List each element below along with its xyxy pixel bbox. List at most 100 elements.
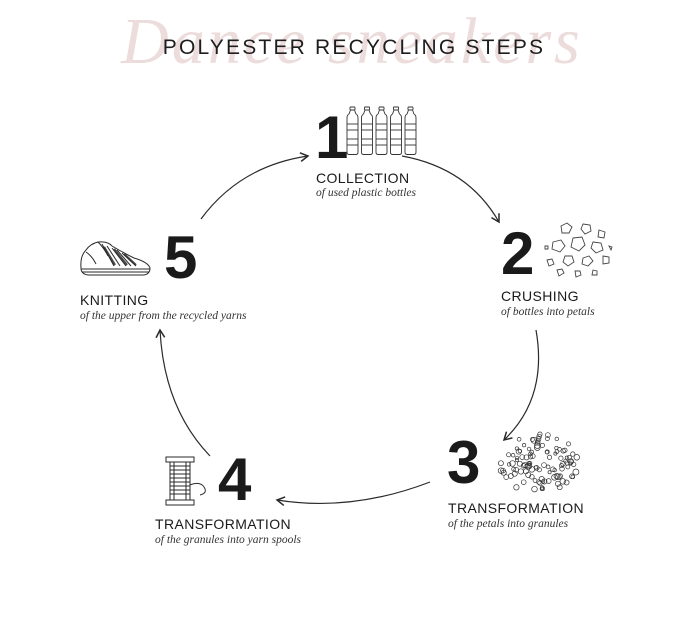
granule	[519, 454, 525, 460]
granule	[520, 479, 527, 485]
granule	[558, 455, 564, 461]
granule	[506, 462, 512, 467]
step-3-number: 3	[447, 429, 481, 496]
granule	[536, 467, 542, 473]
granule	[570, 474, 576, 480]
granule	[535, 436, 542, 442]
step-2-description: of bottles into petals	[501, 306, 595, 318]
granule	[554, 445, 559, 451]
granule	[547, 470, 552, 475]
granule	[566, 454, 572, 460]
granule	[545, 464, 551, 470]
granule	[537, 431, 543, 437]
granule	[514, 458, 519, 463]
granule	[539, 442, 545, 448]
granule	[568, 461, 573, 466]
granule	[564, 455, 569, 460]
granule	[573, 454, 580, 461]
granule	[559, 463, 564, 469]
granule	[536, 433, 542, 440]
granule	[514, 455, 520, 461]
step-5-number: 5	[164, 224, 198, 291]
granule	[525, 471, 532, 478]
granule	[526, 446, 532, 452]
granule	[510, 453, 516, 458]
granule	[545, 432, 551, 438]
granule	[545, 436, 550, 441]
granule	[565, 464, 571, 470]
granule	[529, 449, 534, 455]
granule	[570, 451, 576, 457]
granule	[514, 446, 519, 451]
granule	[563, 479, 570, 486]
step-1-number: 1	[315, 104, 349, 171]
arrow-4-to-5	[155, 328, 211, 457]
granule	[554, 436, 559, 442]
granule	[513, 484, 520, 491]
step-5-description: of the upper from the recycled yarns	[80, 310, 247, 322]
arrow-2-to-3	[502, 329, 540, 442]
granule	[534, 444, 541, 451]
step-3-description: of the petals into granules	[448, 518, 569, 530]
granule	[531, 485, 538, 493]
granule	[555, 480, 561, 487]
granule	[569, 473, 575, 480]
granule	[541, 479, 546, 484]
granule	[557, 473, 563, 479]
granule	[550, 466, 556, 472]
granule	[529, 474, 535, 480]
granule	[513, 467, 519, 473]
step-2-number: 2	[501, 220, 535, 287]
granule	[544, 449, 550, 455]
step-1-label: COLLECTION	[316, 170, 410, 186]
diagram-title: POLYESTER RECYCLING STEPS	[162, 36, 546, 59]
granule	[523, 468, 529, 475]
granule	[546, 454, 553, 460]
step-5-label: KNITTING	[80, 292, 149, 308]
granule	[509, 460, 516, 467]
granule	[569, 459, 574, 464]
step-2-label: CRUSHING	[501, 288, 579, 304]
granule	[528, 454, 534, 460]
granule	[500, 469, 507, 476]
arrow-3-to-4	[275, 481, 431, 507]
granule	[506, 452, 512, 458]
granule	[551, 474, 558, 481]
granule	[572, 468, 580, 476]
granule	[523, 454, 530, 461]
granule	[534, 442, 541, 449]
granule	[545, 478, 552, 484]
granule	[533, 465, 538, 470]
granule	[516, 437, 522, 442]
granule	[559, 466, 565, 472]
granule	[508, 473, 514, 479]
granule	[540, 486, 546, 492]
step-4-description: of the granules into yarn spools	[155, 534, 301, 546]
yarn-spool-icon	[165, 456, 206, 506]
sneaker-icon	[80, 241, 151, 276]
granule	[541, 462, 547, 468]
petals-icon	[544, 222, 613, 278]
step-3-label: TRANSFORMATION	[448, 500, 585, 516]
granule	[498, 460, 504, 467]
granule	[522, 443, 527, 448]
granule	[517, 449, 522, 454]
granule	[552, 467, 557, 473]
granule	[562, 447, 568, 453]
granule	[559, 478, 566, 485]
granule	[520, 463, 527, 469]
brand-script-watermark: Dance sneakers	[121, 5, 583, 78]
granule	[530, 436, 538, 444]
granule	[503, 474, 509, 480]
granule	[554, 449, 560, 454]
granule	[532, 478, 538, 483]
granule	[560, 461, 566, 467]
granule	[566, 441, 571, 447]
granule	[556, 484, 563, 491]
arrow-5-to-1	[200, 152, 310, 220]
step-4-label: TRANSFORMATION	[155, 516, 292, 532]
arrow-1-to-2	[401, 155, 500, 224]
plastic-bottles-icon	[346, 106, 417, 155]
